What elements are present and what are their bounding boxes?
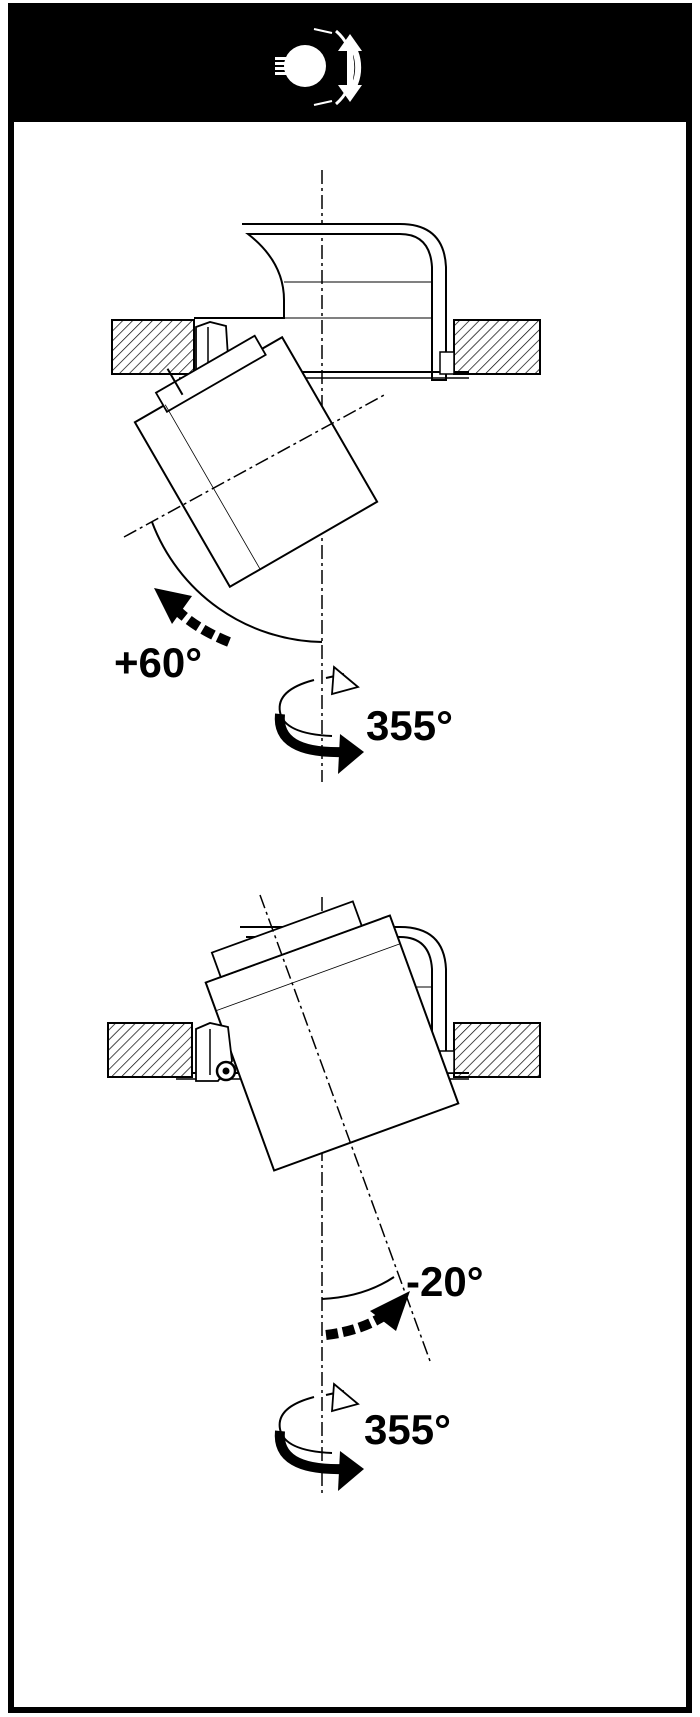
tilt-arc	[151, 521, 323, 643]
rotation-arrow	[274, 1382, 364, 1491]
ceiling-section-left	[111, 319, 195, 375]
instruction-frame: +60° 355°	[8, 3, 692, 1713]
tilt-arrow	[325, 1291, 410, 1340]
rotation-arrow	[274, 665, 364, 774]
tilt-axis-line	[259, 894, 431, 1362]
ceiling-section-right	[453, 319, 541, 375]
rotation-angle-label: 355°	[366, 702, 453, 749]
housing-body	[194, 223, 447, 381]
tilt-arc	[321, 1276, 395, 1300]
ceiling-section-right	[453, 1022, 541, 1078]
adjustable-spotlight-icon	[273, 28, 362, 106]
header-bar	[14, 9, 686, 122]
rotation-angle-label: 355°	[364, 1406, 451, 1453]
diagram-tilt-positive: +60° 355°	[14, 122, 686, 857]
tilted-lamp-body	[204, 900, 460, 1172]
tilt-angle-label: -20°	[406, 1258, 484, 1305]
diagram-tilt-negative: -20° 355°	[14, 857, 686, 1707]
tilt-arrow	[154, 588, 231, 647]
tilt-angle-label: +60°	[114, 639, 203, 686]
tilted-lamp-body	[133, 334, 379, 589]
ceiling-section-left	[107, 1022, 193, 1078]
